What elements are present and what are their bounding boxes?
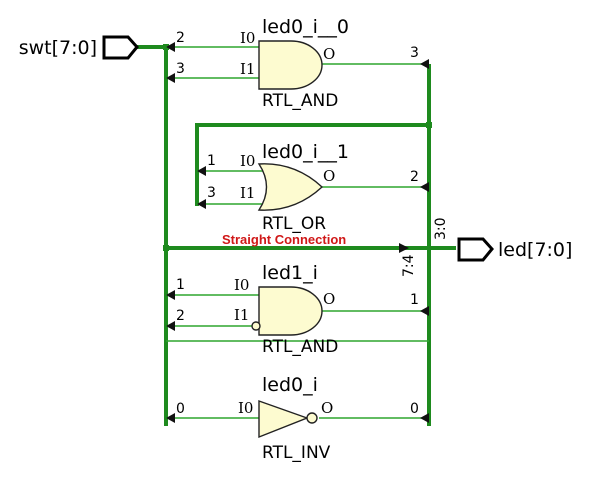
bus-tap-icon — [197, 166, 206, 176]
input-port-swt[interactable]: swt[7:0] — [19, 35, 139, 60]
pin-name-o: O — [323, 290, 335, 308]
pin-index-out: 0 — [410, 401, 419, 417]
pin-name-i0: I0 — [240, 152, 255, 170]
and-gate-icon[interactable] — [258, 286, 323, 336]
bus-tap-icon — [420, 182, 429, 192]
pin-index-out: 3 — [410, 45, 419, 61]
straight-connection-annotation: Straight Connection — [222, 232, 346, 247]
or-gate-icon[interactable] — [257, 163, 324, 211]
bus-tap-icon — [166, 413, 175, 423]
bus-tap-icon — [420, 59, 429, 69]
gate-led0-i-1[interactable]: led0_i__1 RTL_OR I0 I1 O 1 3 2 — [207, 141, 419, 234]
inverter-gate-icon[interactable] — [258, 400, 309, 439]
input-port-label: swt[7:0] — [19, 37, 97, 59]
pin-name-i1: I1 — [240, 184, 255, 202]
pin-index-in0: 0 — [176, 401, 185, 417]
gate-led1-i[interactable]: led1_i RTL_AND I0 I1 O 1 2 1 — [176, 262, 419, 357]
bus-tap-icon — [420, 306, 429, 316]
pin-index-in0: 1 — [207, 153, 216, 169]
bus-tap-markers — [166, 42, 429, 423]
gate-led0-i-0[interactable]: led0_i__0 RTL_AND I0 I1 O 2 3 3 — [176, 16, 419, 111]
pin-index-in1: 3 — [207, 185, 216, 201]
pin-index-in0: 2 — [176, 30, 185, 46]
inversion-bubble-icon — [306, 412, 318, 424]
inversion-bubble-icon — [251, 321, 261, 331]
bus-range-label-top: 3:0 — [433, 217, 449, 240]
output-port-arrow-icon[interactable] — [457, 237, 494, 262]
pin-name-i0: I0 — [238, 399, 253, 417]
bus-tap-icon — [166, 73, 175, 83]
gate-instance-name: led1_i — [262, 262, 318, 284]
gate-instance-name: led0_i__1 — [262, 141, 349, 163]
gate-type-label: RTL_AND — [262, 91, 338, 111]
output-port-label: led[7:0] — [498, 239, 572, 261]
bus-tap-icon — [166, 42, 175, 52]
pin-name-o: O — [323, 45, 335, 63]
input-port-arrow-icon[interactable] — [102, 35, 139, 60]
pin-name-i0: I0 — [234, 276, 249, 294]
bus-tap-icon — [166, 321, 175, 331]
gate-type-label: RTL_OR — [262, 214, 326, 234]
and-gate-icon[interactable] — [258, 40, 323, 90]
gate-instance-name: led0_i__0 — [262, 16, 349, 38]
wires — [136, 44, 456, 426]
gate-type-label: RTL_INV — [262, 443, 331, 463]
bus-range-label-bottom: 7:4 — [401, 254, 417, 277]
pin-index-in1: 2 — [176, 308, 185, 324]
junction-dot — [163, 245, 169, 251]
output-port-led[interactable]: led[7:0] — [457, 237, 572, 262]
pin-name-o: O — [321, 399, 333, 417]
bus-tap-icon — [399, 243, 409, 253]
junction-dot — [426, 122, 432, 128]
pin-name-i1: I1 — [240, 60, 255, 78]
gate-instance-name: led0_i — [262, 374, 318, 396]
gate-led0-i[interactable]: led0_i RTL_INV I0 O 0 0 — [176, 374, 419, 463]
bus-tap-icon — [420, 413, 429, 423]
pin-name-o: O — [323, 167, 335, 185]
pin-index-out: 2 — [410, 169, 419, 185]
pin-index-in1: 3 — [176, 61, 185, 77]
pin-name-i0: I0 — [240, 29, 255, 47]
pin-name-i1: I1 — [234, 306, 249, 324]
gate-type-label: RTL_AND — [262, 337, 338, 357]
bus-tap-icon — [197, 199, 206, 209]
pin-index-in0: 1 — [176, 277, 185, 293]
pin-index-out: 1 — [410, 292, 419, 308]
bus-tap-icon — [166, 290, 175, 300]
